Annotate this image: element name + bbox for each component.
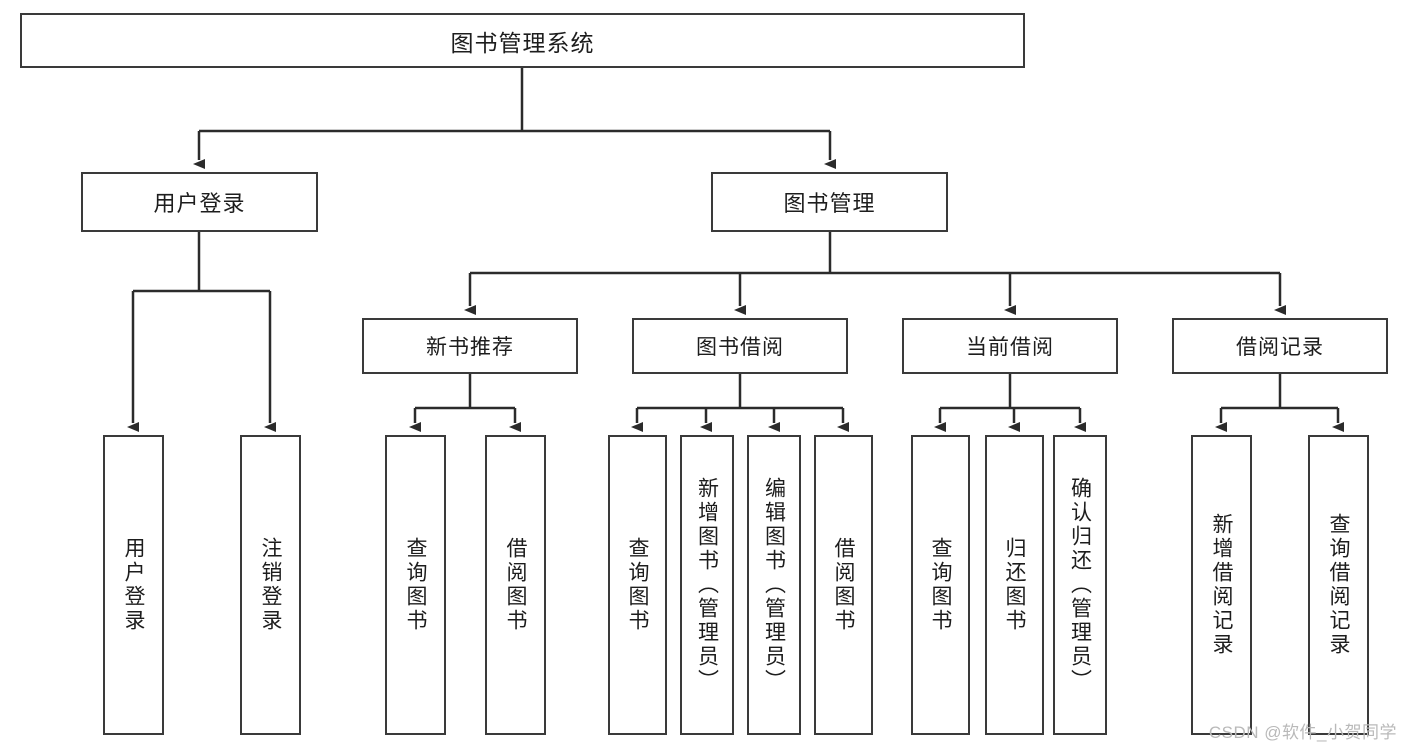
node-book-borrow-label: 图书借阅 (696, 336, 784, 359)
node-book-manage-label: 图书管理 (783, 191, 876, 216)
node-leaf-return-book-label: 归还图书 (1003, 537, 1026, 633)
node-current-borrow[interactable]: 当前借阅 (902, 318, 1118, 374)
node-leaf-user-login[interactable]: 用户登录 (103, 435, 164, 735)
node-leaf-borrow-book-2-label: 借阅图书 (832, 537, 855, 633)
node-leaf-add-book-admin[interactable]: 新增图书（管理员） (680, 435, 734, 735)
node-borrow-record-label: 借阅记录 (1236, 336, 1324, 359)
node-leaf-user-login-label: 用户登录 (122, 537, 145, 633)
node-user-login-label: 用户登录 (153, 191, 246, 216)
node-leaf-add-book-admin-label: 新增图书（管理员） (695, 477, 719, 693)
node-leaf-query-book-3-label: 查询图书 (929, 537, 952, 633)
node-leaf-return-book[interactable]: 归还图书 (985, 435, 1044, 735)
node-book-borrow[interactable]: 图书借阅 (632, 318, 848, 374)
node-leaf-query-borrow-record[interactable]: 查询借阅记录 (1308, 435, 1369, 735)
node-leaf-confirm-return-admin[interactable]: 确认归还（管理员） (1053, 435, 1107, 735)
node-leaf-logout[interactable]: 注销登录 (240, 435, 301, 735)
node-leaf-edit-book-admin[interactable]: 编辑图书（管理员） (747, 435, 801, 735)
node-book-manage[interactable]: 图书管理 (711, 172, 948, 232)
node-root[interactable]: 图书管理系统 (20, 13, 1025, 68)
node-leaf-confirm-return-admin-label: 确认归还（管理员） (1068, 477, 1092, 693)
node-new-book-recommend[interactable]: 新书推荐 (362, 318, 578, 374)
node-leaf-add-borrow-record[interactable]: 新增借阅记录 (1191, 435, 1252, 735)
node-leaf-borrow-book-1-label: 借阅图书 (504, 537, 527, 633)
node-leaf-borrow-book-2[interactable]: 借阅图书 (814, 435, 873, 735)
node-leaf-query-book-1[interactable]: 查询图书 (385, 435, 446, 735)
node-borrow-record[interactable]: 借阅记录 (1172, 318, 1388, 374)
node-leaf-query-book-3[interactable]: 查询图书 (911, 435, 970, 735)
node-leaf-add-borrow-record-label: 新增借阅记录 (1210, 513, 1233, 657)
node-leaf-query-book-2[interactable]: 查询图书 (608, 435, 667, 735)
node-leaf-edit-book-admin-label: 编辑图书（管理员） (762, 477, 786, 693)
node-leaf-query-book-1-label: 查询图书 (404, 537, 427, 633)
node-leaf-query-book-2-label: 查询图书 (626, 537, 649, 633)
node-leaf-query-borrow-record-label: 查询借阅记录 (1327, 513, 1350, 657)
node-user-login[interactable]: 用户登录 (81, 172, 318, 232)
watermark-text: CSDN @软件_小贺同学 (1208, 723, 1397, 742)
node-leaf-logout-label: 注销登录 (259, 537, 282, 633)
node-leaf-borrow-book-1[interactable]: 借阅图书 (485, 435, 546, 735)
node-root-label: 图书管理系统 (450, 29, 595, 56)
node-new-book-recommend-label: 新书推荐 (426, 336, 514, 359)
node-current-borrow-label: 当前借阅 (966, 336, 1054, 359)
